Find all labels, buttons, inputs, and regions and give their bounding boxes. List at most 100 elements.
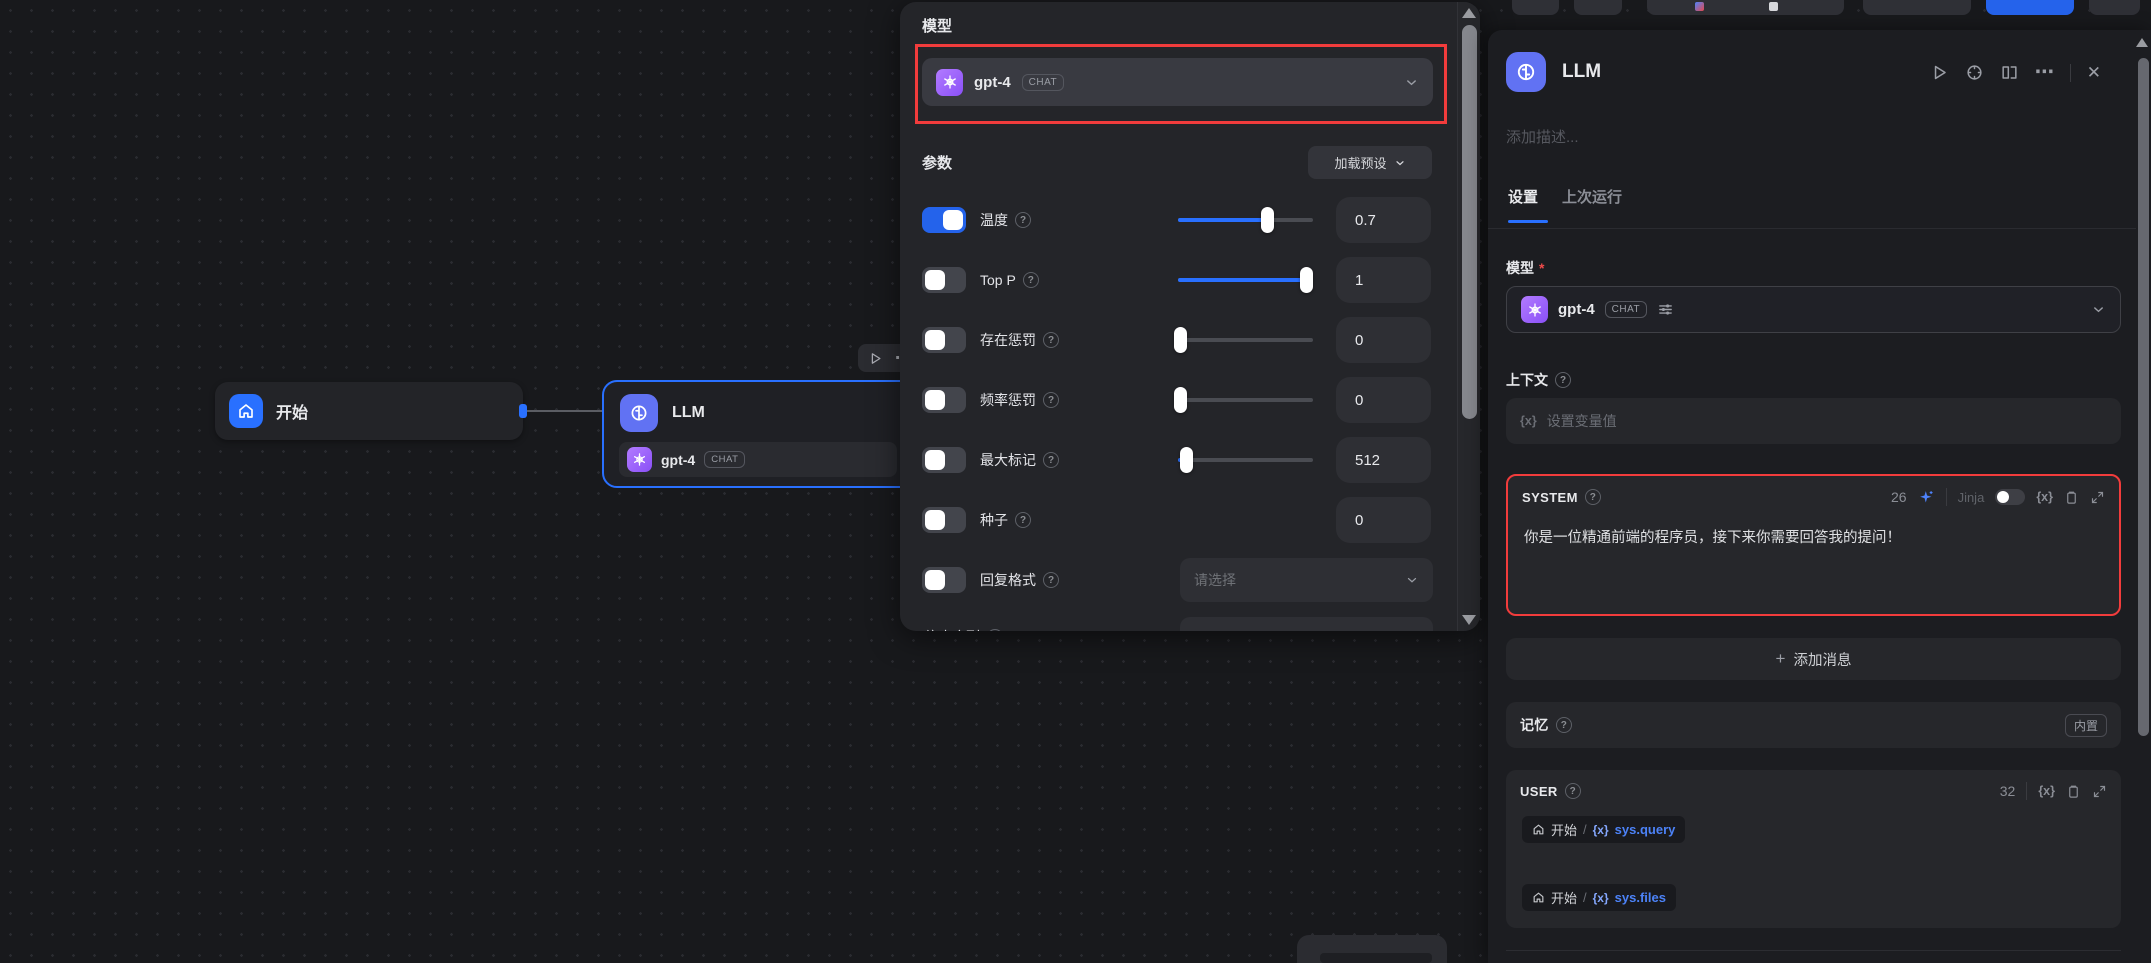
help-icon[interactable]: ? [1043,572,1059,588]
temperature-toggle[interactable] [922,207,966,233]
frequency-penalty-toggle[interactable] [922,387,966,413]
toolbar-button-wide[interactable] [1647,0,1844,15]
chip-variable-name: sys.query [1614,822,1676,837]
popup-scrollbar-thumb[interactable] [1462,25,1477,419]
context-field-label: 上下文? [1506,370,1571,390]
max-tokens-toggle[interactable] [922,447,966,473]
insert-variable-icon[interactable]: {x} [2036,490,2053,504]
help-icon[interactable]: ? [1043,332,1059,348]
chip-separator: / [1583,822,1587,837]
system-prompt-text[interactable]: 你是一位精通前端的程序员，接下来你需要回答我的提问！ [1524,530,1901,546]
checklist-icon[interactable] [1965,63,1984,82]
stop-sequence-input[interactable] [1180,617,1433,631]
generate-sparkle-icon[interactable] [1918,489,1935,506]
top-p-slider[interactable] [1178,267,1313,293]
help-icon[interactable]: ? [1015,512,1031,528]
popup-scrollbar[interactable] [1457,2,1480,631]
help-icon[interactable]: ? [1015,212,1031,228]
help-icon[interactable]: ? [1555,717,1572,733]
chat-type-badge: CHAT [704,451,746,468]
help-icon[interactable]: ? [1043,392,1059,408]
select-placeholder: 请选择 [1194,572,1236,588]
top-p-toggle[interactable] [922,267,966,293]
response-format-toggle[interactable] [922,567,966,593]
divider [2026,782,2028,800]
toolbar-button[interactable] [1863,0,1971,15]
start-node[interactable]: 开始 [215,382,527,440]
panel-scrollbar-thumb[interactable] [2138,58,2149,736]
publish-button[interactable] [1986,0,2074,15]
param-row-response-format: 回复格式? 请选择 [900,557,1457,603]
chip-variable-name: sys.files [1614,890,1666,905]
presence-penalty-slider[interactable] [1174,327,1313,353]
chat-type-badge: CHAT [1604,301,1648,318]
param-row-temperature: 温度? 0.7 [900,197,1457,243]
popup-model-name: gpt-4 [974,73,1011,91]
description-placeholder[interactable]: 添加描述... [1506,129,1579,146]
scroll-up-icon[interactable] [2136,38,2148,47]
help-icon[interactable]: ? [1022,272,1039,288]
llm-brain-icon [620,394,658,432]
system-prompt-card[interactable]: SYSTEM ? 26 Jinja {x} 你是一位精通前端的程序员，接下来你需… [1506,474,2121,616]
temperature-value[interactable]: 0.7 [1336,197,1431,243]
play-icon[interactable] [868,351,883,366]
char-count: 32 [1999,783,2016,799]
tab-settings[interactable]: 设置 [1508,189,1539,206]
jinja-toggle[interactable] [1995,489,2026,505]
frequency-penalty-value[interactable]: 0 [1336,377,1431,423]
help-icon[interactable]: ? [987,629,1003,631]
toolbar-button[interactable] [1512,0,1559,15]
scroll-down-icon[interactable] [1462,615,1476,625]
frequency-penalty-slider[interactable] [1174,387,1313,413]
expand-icon[interactable] [2090,490,2105,505]
start-node-output-handle[interactable] [519,404,527,418]
add-message-button[interactable]: + 添加消息 [1506,638,2121,680]
context-variable-input[interactable]: {x} 设置变量值 [1506,398,2121,444]
plus-icon: + [1775,649,1786,668]
llm-node[interactable]: LLM gpt-4 CHAT [602,380,924,488]
help-icon[interactable]: ? [1043,452,1059,468]
max-tokens-slider[interactable] [1178,447,1313,473]
max-tokens-value[interactable]: 512 [1336,437,1431,483]
copy-icon[interactable] [2064,490,2079,505]
param-label: 最大标记 [980,452,1036,468]
help-icon[interactable]: ? [1584,489,1601,505]
temperature-slider[interactable] [1178,207,1313,233]
toolbar-button[interactable] [2089,0,2140,15]
chip-node-name: 开始 [1551,823,1578,838]
seed-value[interactable]: 0 [1336,497,1431,543]
docs-book-icon[interactable] [2000,63,2019,82]
scroll-up-icon[interactable] [1462,8,1476,18]
chevron-down-icon [1404,75,1419,90]
openai-icon [627,447,652,472]
user-prompt-card[interactable]: USER ? 32 {x} 开始 / {x} sys.query [1506,770,2121,928]
variable-chip-sys-query[interactable]: 开始 / {x} sys.query [1522,816,1686,843]
help-icon[interactable]: ? [1555,372,1571,388]
top-p-value[interactable]: 1 [1336,257,1431,303]
seed-toggle[interactable] [922,507,966,533]
expand-icon[interactable] [2092,784,2107,799]
tune-params-icon[interactable] [1657,301,1674,318]
home-icon [229,394,263,428]
param-label: 频率惩罚 [980,392,1036,408]
load-preset-button[interactable]: 加载预设 [1308,146,1432,179]
popup-model-selector[interactable]: gpt-4 CHAT [922,58,1433,106]
variable-chip-sys-files[interactable]: 开始 / {x} sys.files [1522,884,1676,911]
presence-penalty-toggle[interactable] [922,327,966,353]
copy-icon[interactable] [2066,784,2081,799]
tab-last-run[interactable]: 上次运行 [1562,189,1623,206]
more-icon[interactable]: ⋯ [2034,62,2054,83]
memory-card[interactable]: 记忆 ? 内置 [1506,702,2121,748]
memory-label: 记忆 [1520,717,1549,733]
run-step-icon[interactable] [1930,63,1949,82]
toolbar-button[interactable] [1574,0,1622,15]
presence-penalty-value[interactable]: 0 [1336,317,1431,363]
start-node-label: 开始 [276,405,309,422]
help-icon[interactable]: ? [1564,783,1581,799]
close-icon[interactable]: ✕ [2086,62,2101,82]
chevron-down-icon [2091,302,2106,317]
panel-model-selector[interactable]: gpt-4 CHAT [1506,286,2121,333]
variable-icon: {x} [1520,414,1537,428]
response-format-select[interactable]: 请选择 [1180,558,1433,602]
insert-variable-icon[interactable]: {x} [2038,784,2055,798]
